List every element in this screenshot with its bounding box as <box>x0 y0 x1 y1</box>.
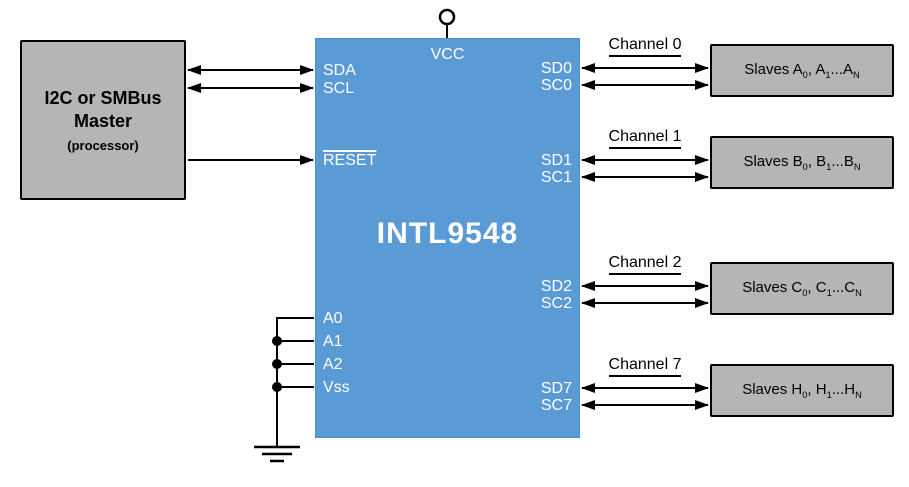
pin-sd2: SD2 <box>540 278 572 295</box>
pin-sc7: SC7 <box>540 397 572 414</box>
slave-label-sub: N <box>853 70 860 80</box>
slave-label-sub: 0 <box>802 162 808 172</box>
pin-scl: SCL <box>323 80 355 97</box>
slave-b-label: Slaves B0, B1...BN <box>743 153 860 172</box>
channel-7-label-text: Channel 7 <box>608 356 682 377</box>
slave-label-sub: 0 <box>802 390 808 400</box>
slave-label-part: ...B <box>831 153 854 170</box>
slave-label-sub: 1 <box>826 162 832 172</box>
channel-0-label: Channel 0 <box>590 36 700 57</box>
slave-label-part: ...C <box>831 279 856 296</box>
slave-a-label: Slaves A0, A1...AN <box>744 61 859 80</box>
channel-0-label-text: Channel 0 <box>608 36 682 57</box>
master-label-line3: (processor) <box>67 138 139 153</box>
channel-7-label: Channel 7 <box>590 356 700 377</box>
junction-dots <box>272 336 282 392</box>
address-wires <box>276 317 314 447</box>
slave-box-h: Slaves H0, H1...HN <box>710 364 894 417</box>
slave-label-sub: N <box>853 162 861 172</box>
slave-box-c: Slaves C0, C1...CN <box>710 262 894 315</box>
slave-box-b: Slaves B0, B1...BN <box>710 136 894 189</box>
slave-label-part: Slaves A <box>744 61 803 78</box>
chip-box: VCC SDA SCL RESET A0 A1 A2 Vss SD0 SC0 S… <box>315 38 580 438</box>
pin-sc2: SC2 <box>540 295 572 312</box>
channel-1-label: Channel 1 <box>590 128 700 149</box>
pin-reset: RESET <box>323 152 377 169</box>
pin-sc1: SC1 <box>540 169 572 186</box>
slave-h-label: Slaves H0, H1...HN <box>742 381 862 400</box>
pin-sd0: SD0 <box>540 60 572 77</box>
slave-label-part: , B <box>807 153 827 170</box>
slave-label-sub: 1 <box>825 70 831 80</box>
pin-sda: SDA <box>323 62 356 79</box>
slave-label-part: Slaves C <box>742 279 803 296</box>
pin-sc0: SC0 <box>540 77 572 94</box>
slave-c-label: Slaves C0, C1...CN <box>742 279 862 298</box>
slave-label-part: , C <box>807 279 827 296</box>
slave-label-sub: 1 <box>826 390 832 400</box>
slave-label-part: , H <box>807 381 827 398</box>
master-box: I2C or SMBus Master (processor) <box>20 40 186 200</box>
slave-label-part: , A <box>807 61 826 78</box>
pin-a0: A0 <box>323 310 343 327</box>
slave-label-part: Slaves H <box>742 381 803 398</box>
slave-label-sub: 1 <box>826 288 832 298</box>
channel-wires <box>581 63 709 410</box>
slave-label-part: ...A <box>830 61 854 78</box>
slave-label-part: ...H <box>831 381 856 398</box>
pin-sd1: SD1 <box>540 152 572 169</box>
slave-label-part: Slaves B <box>743 153 803 170</box>
pin-vss: Vss <box>323 379 350 396</box>
slave-box-a: Slaves A0, A1...AN <box>710 44 894 97</box>
ground-icon <box>254 445 300 463</box>
pin-a1: A1 <box>323 333 343 350</box>
slave-label-sub: N <box>855 288 862 298</box>
channel-1-label-text: Channel 1 <box>608 128 682 149</box>
slave-label-sub: 0 <box>802 288 808 298</box>
slave-label-sub: N <box>855 390 862 400</box>
pin-sd7: SD7 <box>540 380 572 397</box>
pin-vcc: VCC <box>430 46 465 63</box>
chip-title: INTL9548 <box>376 217 519 250</box>
channel-2-label: Channel 2 <box>590 254 700 275</box>
channel-2-label-text: Channel 2 <box>608 254 682 275</box>
master-label-line2: Master <box>73 111 133 131</box>
master-bus-wires <box>187 65 314 165</box>
pin-a2: A2 <box>323 356 343 373</box>
vcc-terminal-icon <box>438 8 456 39</box>
master-label-line1: I2C or SMBus <box>44 88 162 108</box>
slave-label-sub: 0 <box>802 70 808 80</box>
